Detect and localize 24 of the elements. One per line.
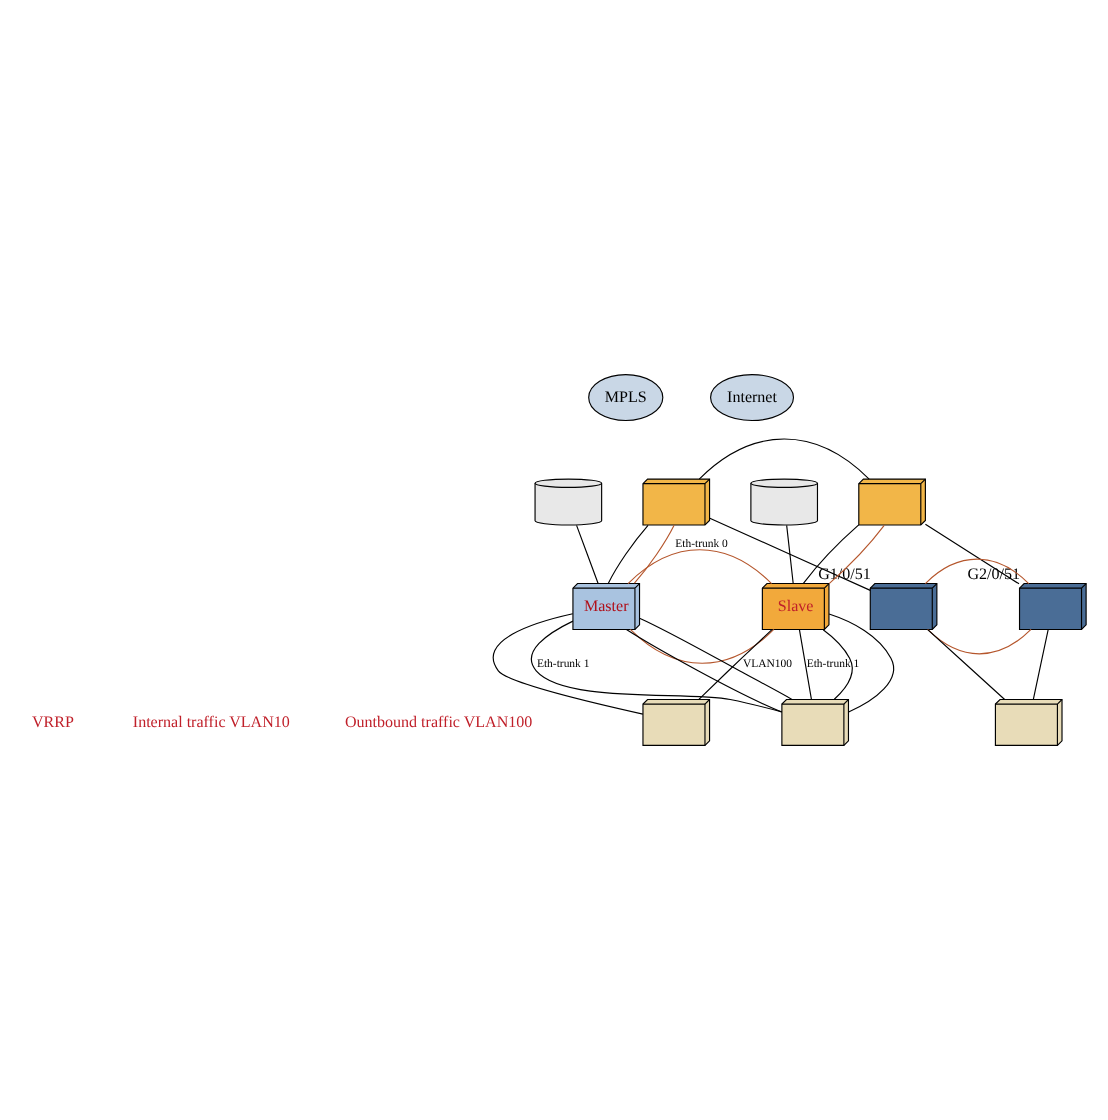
connector <box>627 549 773 585</box>
connector <box>927 629 1006 701</box>
label: Ountbound traffic VLAN100 <box>344 712 533 731</box>
connector <box>698 629 773 700</box>
connector <box>698 438 870 480</box>
node-ellipse: MPLS <box>588 374 664 422</box>
connector <box>492 613 644 715</box>
connector <box>828 613 895 713</box>
connector <box>798 629 812 701</box>
connector <box>633 524 675 584</box>
connector <box>607 524 649 584</box>
connector <box>709 517 871 591</box>
connector <box>822 629 853 700</box>
connector <box>639 617 793 700</box>
connector <box>576 524 599 584</box>
label: Internal traffic VLAN10 <box>132 712 290 731</box>
label: VRRP <box>31 712 74 731</box>
connector <box>625 628 783 713</box>
connector <box>629 628 775 664</box>
connector <box>530 620 783 713</box>
node-ellipse: Internet <box>710 374 795 422</box>
connector <box>924 523 1020 585</box>
connector <box>786 524 794 584</box>
connector <box>1032 629 1049 701</box>
